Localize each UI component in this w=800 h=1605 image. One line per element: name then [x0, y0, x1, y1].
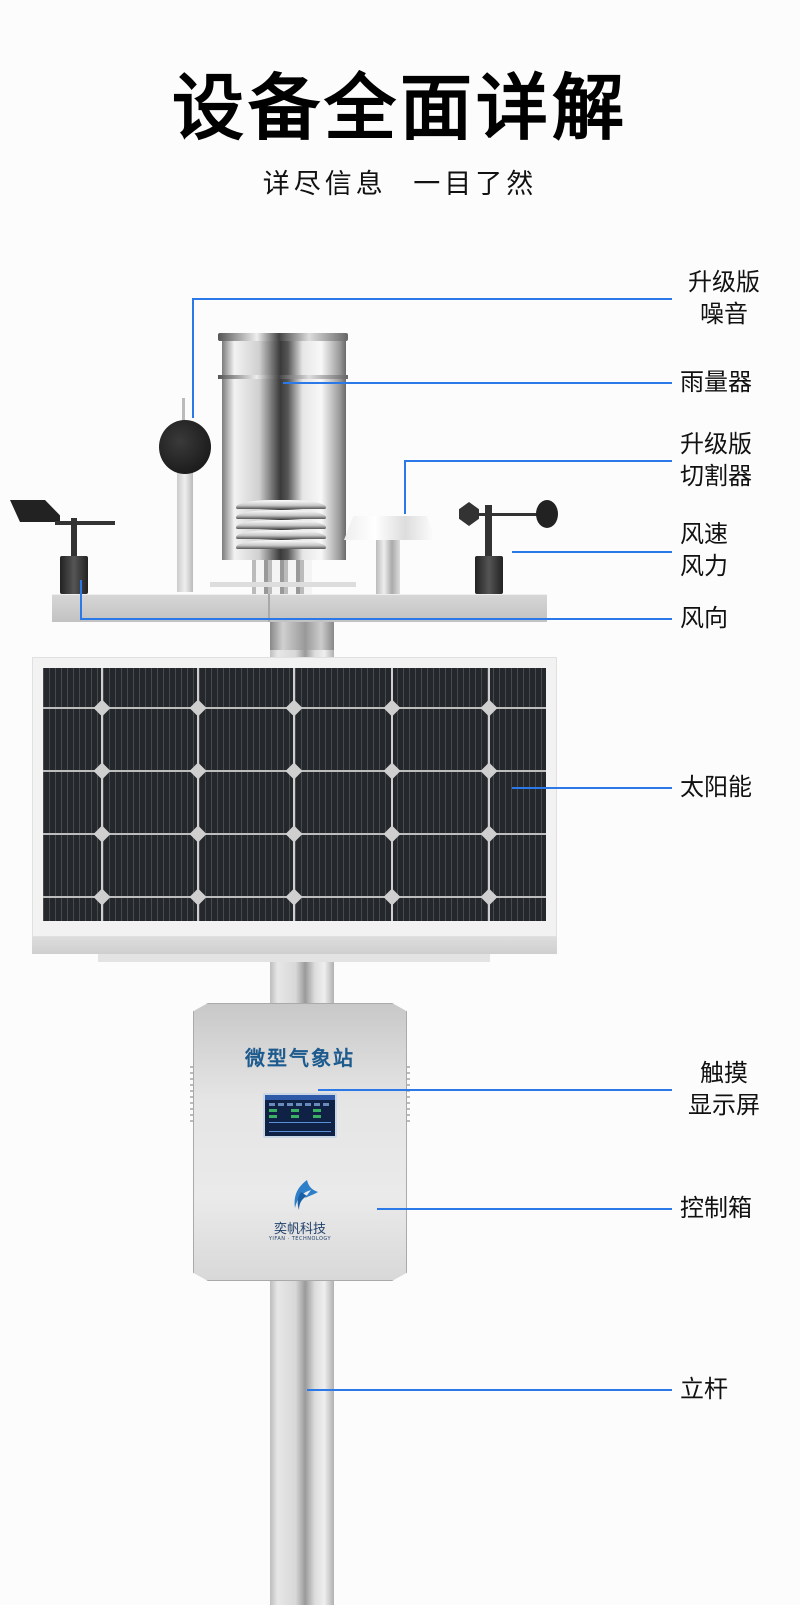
label-line: 风力	[680, 552, 728, 580]
label-line: 切割器	[680, 462, 752, 490]
wind-vane-base	[60, 556, 88, 594]
wind-vane-arm	[55, 521, 115, 525]
panel-grid-line	[293, 668, 295, 921]
cutter-head	[344, 516, 436, 540]
callout-line-cutter	[404, 460, 672, 462]
label-line: 噪音	[700, 300, 748, 328]
rain-gauge-rim	[218, 333, 348, 341]
louver-shield	[236, 530, 326, 539]
label-noise: 升级版 噪音	[680, 266, 768, 330]
label-line: 触摸	[700, 1059, 748, 1087]
label-rain-gauge: 雨量器	[680, 366, 760, 398]
label-line: 立杆	[680, 1375, 728, 1403]
label-line: 风向	[680, 604, 728, 632]
cutter-body	[376, 540, 400, 594]
callout-line-wind-speed	[512, 551, 672, 553]
touch-display	[263, 1093, 337, 1138]
louver-shield	[236, 540, 326, 549]
control-box-title: 微型气象站	[245, 1046, 355, 1070]
sensor-crossbar	[52, 594, 547, 622]
louver-shield	[236, 520, 326, 529]
anemometer-base	[475, 556, 503, 594]
label-line: 风速	[680, 520, 728, 548]
noise-sensor-stick	[177, 470, 193, 592]
callout-line-pole	[307, 1389, 672, 1391]
display-header	[265, 1095, 335, 1100]
brand-english: YIFAN · TECHNOLOGY	[268, 1236, 332, 1242]
brand-name: 奕帆科技	[273, 1222, 326, 1237]
callout-line-touch-screen	[318, 1089, 672, 1091]
callout-line-wind-direction	[80, 618, 672, 620]
callout-line-noise	[192, 298, 194, 418]
label-solar: 太阳能	[680, 771, 768, 803]
panel-grid-line	[197, 668, 199, 921]
display-row	[269, 1103, 331, 1106]
panel-grid-line	[101, 668, 103, 921]
label-wind-direction: 风向	[680, 602, 740, 634]
louver-shield	[236, 510, 326, 519]
label-line: 太阳能	[680, 773, 752, 801]
label-control-box: 控制箱	[680, 1192, 768, 1224]
callout-line-wind-direction	[80, 580, 82, 620]
brand-logo-icon	[294, 1180, 318, 1210]
noise-sensor-tip	[182, 398, 185, 422]
panel-grid-line	[391, 668, 393, 921]
page-title: 设备全面详解	[171, 66, 628, 150]
louver-shield	[236, 500, 326, 509]
display-chart	[269, 1122, 331, 1132]
label-line: 升级版	[680, 430, 752, 458]
label-cutter: 升级版 切割器	[680, 428, 768, 492]
label-touch-screen: 触摸 显示屏	[680, 1057, 768, 1121]
anemometer-shaft	[485, 505, 492, 557]
crossbar-joint	[268, 594, 270, 622]
panel-grid-line	[488, 668, 490, 921]
anemometer-cup	[536, 500, 558, 528]
solar-panel-bracket	[98, 954, 490, 962]
label-line: 升级版	[688, 268, 760, 296]
callout-line-noise	[192, 298, 672, 300]
noise-sensor-ball	[159, 420, 211, 474]
anemometer-arm	[470, 513, 550, 516]
label-line: 雨量器	[680, 368, 752, 396]
callout-line-solar	[512, 787, 672, 789]
wind-vane-shaft	[71, 518, 77, 558]
label-wind-speed: 风速 风力	[680, 518, 740, 582]
page-subtitle: 详尽信息 一目了然	[262, 169, 538, 200]
display-row	[269, 1115, 331, 1118]
callout-line-cutter	[404, 460, 406, 514]
label-line: 控制箱	[680, 1194, 752, 1222]
rain-gauge-ring	[218, 375, 348, 379]
callout-line-rain-gauge	[283, 382, 672, 384]
display-row	[269, 1109, 331, 1112]
anemometer-cup	[459, 502, 479, 526]
vent-icon	[190, 1066, 193, 1126]
rain-gauge-legs	[252, 560, 312, 594]
label-line: 显示屏	[688, 1091, 760, 1119]
rain-gauge-base	[210, 582, 356, 587]
solar-panel-edge	[32, 937, 557, 954]
callout-line-control-box	[377, 1208, 672, 1210]
vent-icon	[407, 1066, 410, 1126]
label-pole: 立杆	[680, 1373, 740, 1405]
control-box-body	[193, 1003, 407, 1281]
wind-vane-tail	[10, 500, 60, 522]
